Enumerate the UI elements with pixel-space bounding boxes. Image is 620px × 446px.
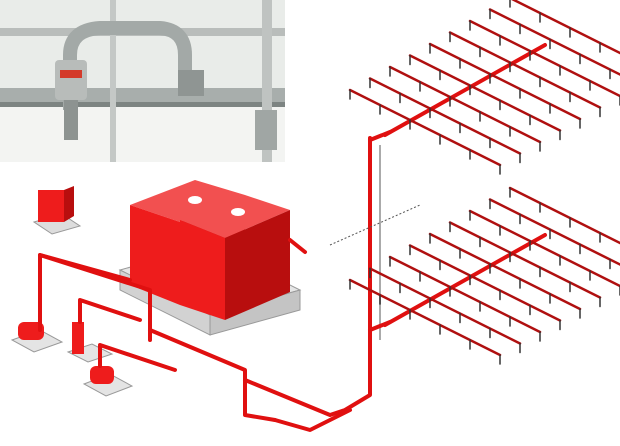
lower-grid-branch-line [428,232,582,311]
lower-grid-branch-line [348,278,502,357]
water-tanks [130,180,290,320]
upper-grid-branch-line [408,54,562,132]
upper-grid-branch-line [488,8,620,76]
upper-grid-branch-line [368,77,522,155]
control-panel [32,186,82,235]
lower-grid-branch-line [448,221,602,299]
lower-grid-branch-line [408,244,562,322]
dimension-line [329,204,421,246]
upper-grid-branch-line [468,19,620,98]
sprinkler-photo [0,0,285,162]
upper-grid-branch-line [511,0,620,55]
lower-grid-branch-line [368,267,522,345]
upper-grid-branch-line [428,42,582,121]
upper-grid-branch-line [448,31,602,109]
lower-grid-branch-line [508,186,620,245]
pipe-network [38,136,372,432]
lower-grid-branch-line [488,198,620,266]
pumps [10,322,134,397]
upper-grid-branch-line [388,65,542,144]
lower-grid-branch-line [388,255,542,334]
lower-grid-branch-line [468,209,620,288]
riser-lower-tap [368,320,392,332]
riser-top [368,130,392,142]
upper-grid-branch-line [348,88,502,167]
